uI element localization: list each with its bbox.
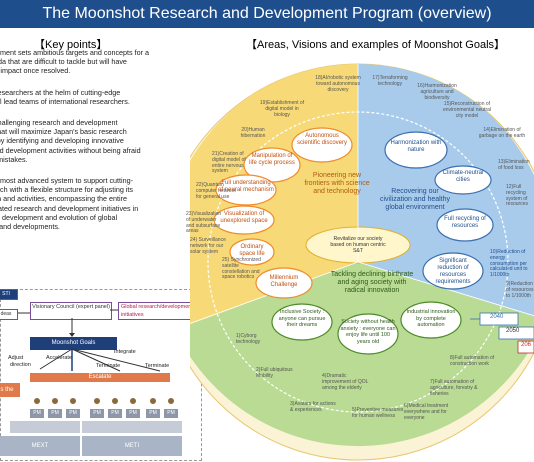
oval-text: Significant reduction of resources requi…: [435, 258, 471, 285]
outer-label: 25) Synchronized satellite constellation…: [222, 257, 261, 281]
outer-label: 22)Quantum computer network for general …: [196, 182, 236, 200]
outer-label: 10)Reduction of energy consumption per c…: [490, 249, 528, 279]
oval-text: Industrial innovation by complete automa…: [406, 309, 456, 328]
oval-health: [337, 313, 399, 355]
oval-climate: [434, 165, 492, 195]
outer-label: 3)Avatars for actions & experiences: [290, 401, 336, 413]
pm-box: PM: [108, 409, 122, 418]
moonshot-circle-diagram: [190, 63, 534, 461]
year-box-2060: [517, 340, 534, 354]
oval-unexplored: [213, 205, 275, 235]
oval-resources: [422, 252, 484, 290]
oval-text: Inclusive Society : anyone can pursue th…: [278, 309, 326, 328]
oval-text: Society without health anxiety : everyon…: [340, 319, 396, 345]
key-point-1: overnment sets ambitious targets and con…: [0, 48, 149, 76]
key-points-title: 【Key points】: [34, 39, 108, 51]
outer-label: 4)Dramatic improvement of QOL among the …: [322, 373, 369, 391]
direction-label: direction: [10, 362, 31, 368]
page-title: The Moonshot Research and Development Pr…: [0, 0, 534, 28]
outer-label: 13)Elimination of food loss: [498, 159, 530, 171]
pm-box: PM: [90, 409, 104, 418]
terminate-label-2: Terminate: [145, 363, 170, 369]
adjust-label: Adjust: [8, 355, 24, 361]
pm-box: PM: [30, 409, 44, 418]
accelerate-label: Accelerate: [46, 355, 72, 361]
outer-label: 9)Reduction of resources to 1/1000th: [506, 281, 534, 299]
outer-label: 17)Terraforming technology: [372, 75, 408, 87]
oval-autonomous: [291, 127, 353, 163]
oval-millennium: [255, 267, 313, 299]
global-initiatives-box: Global research/development initiatives: [118, 302, 202, 320]
outer-label: 5)Preventive measures for human wellness: [352, 407, 404, 419]
outer-label: 24) Surveillance network for our solar s…: [190, 237, 226, 255]
oval-harmonization: [384, 131, 448, 169]
mext-block: MEXT: [0, 436, 80, 456]
sti-box: STI: [0, 289, 18, 300]
diagram-arrows: [10, 309, 182, 433]
oval-space-life: [229, 238, 275, 266]
s-the-box: s the: [0, 383, 20, 397]
year-box-2050: [498, 326, 534, 340]
pm-box: PM: [126, 409, 140, 418]
oval-text: Millennium Challenge: [269, 275, 299, 288]
visionary-council-box: Visionary Council (expert panel): [30, 302, 112, 320]
pm-box: PM: [164, 409, 178, 418]
oval-neural: [215, 174, 277, 206]
key-points-list: overnment sets ambitious targets and con…: [0, 48, 182, 243]
sector-label-frontiers: Pioneering new frontiers with science an…: [304, 172, 370, 195]
org-diagram: STI deas Visionary Council (expert panel…: [0, 285, 202, 462]
pm-box: PM: [48, 409, 62, 418]
oval-text: Climate-neutral cities: [442, 170, 484, 183]
oval-recycling: [436, 208, 494, 242]
outer-label: 12)Full recycling system of resources: [506, 184, 528, 208]
escalate-bar: Escalate: [30, 373, 170, 382]
outer-label: 21)Creation of digital model of entire n…: [212, 151, 246, 175]
pm-box: PM: [66, 409, 80, 418]
outer-label: 19)Establishment of digital model in bio…: [259, 100, 305, 118]
pm-box: PM: [146, 409, 160, 418]
outer-label: 16)Harmonization agriculture and biodive…: [417, 83, 457, 101]
key-point-3: ate challenging research and development…: [0, 118, 141, 164]
oval-text: Visualization of unexplored space: [220, 211, 268, 224]
outer-label: 14)Elimination of garbage on the earth: [478, 127, 526, 139]
year-2040: 2040: [490, 314, 504, 320]
oval-text: Full understanding of neural mechanism: [218, 180, 274, 193]
outer-label: 6)Medical treatment everywhere and for e…: [404, 403, 449, 421]
year-2050: 2050: [506, 328, 520, 334]
areas-title: 【Areas, Visions and examples of Moonshot…: [246, 39, 506, 51]
key-point-4: p the most advanced system to support cu…: [0, 176, 139, 232]
outer-label: 1)Cyborg technology: [236, 333, 261, 345]
meti-block: METI: [82, 436, 182, 456]
oval-inclusive: [271, 303, 333, 341]
oval-text: Harmonization with nature: [390, 140, 442, 153]
integrate-label: Integrate: [114, 349, 136, 355]
center-text: Revitalize our society based on human ce…: [330, 236, 386, 254]
oval-text: Ordinary space life: [239, 244, 265, 257]
sector-label-civilization: Recovering our civilization and healthy …: [379, 188, 451, 211]
outer-label: 8)Full automation of construction work: [450, 355, 495, 367]
outer-label: 20)Human hibernation: [240, 127, 266, 139]
key-point-2: ass researchers at the helm of cutting-e…: [0, 87, 130, 106]
oval-industrial: [400, 301, 462, 339]
oval-text: Manipulation of life cycle process: [249, 153, 295, 166]
year-2060: 206: [521, 342, 532, 348]
oval-text: Full recycling of resources: [444, 216, 486, 229]
outer-label: 15)Reconstruction of environmental neutr…: [442, 101, 492, 119]
outer-label: 7)Full automation of agriculture, forest…: [430, 379, 478, 397]
outer-label: 23)Visualization of underwater and subsu…: [186, 211, 222, 235]
ideas-box: deas: [0, 309, 18, 320]
outer-label: 2)Full ubiquitous Mobility: [256, 367, 293, 379]
outer-label: 18)AI/robotic system toward autonomous d…: [315, 75, 361, 93]
oval-text: Autonomous scientific discovery: [296, 133, 347, 146]
sector-label-aging: Tackling declining birthrate and aging s…: [330, 271, 414, 294]
